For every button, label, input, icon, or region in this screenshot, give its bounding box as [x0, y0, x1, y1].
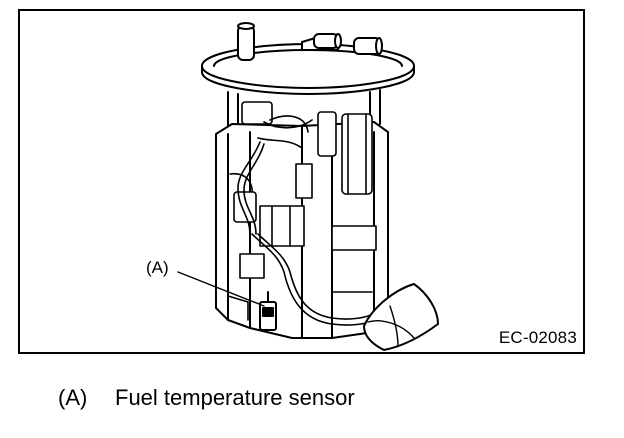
fuel-level-float — [363, 283, 439, 351]
pump-details — [227, 101, 377, 321]
legend-text: Fuel temperature sensor — [115, 385, 355, 410]
callout-leader-line — [177, 271, 265, 307]
legend-item: (A) Fuel temperature sensor — [58, 385, 355, 411]
figure-frame: (A) EC-02083 — [18, 9, 585, 354]
legend-key: (A) — [58, 385, 88, 410]
callout-label-a: (A) — [146, 258, 169, 277]
fuel-temperature-sensor — [259, 291, 277, 331]
fuel-pump-assembly-drawing — [177, 22, 439, 351]
figure-code: EC-02083 — [498, 328, 577, 347]
outlet-pipes — [237, 22, 383, 61]
